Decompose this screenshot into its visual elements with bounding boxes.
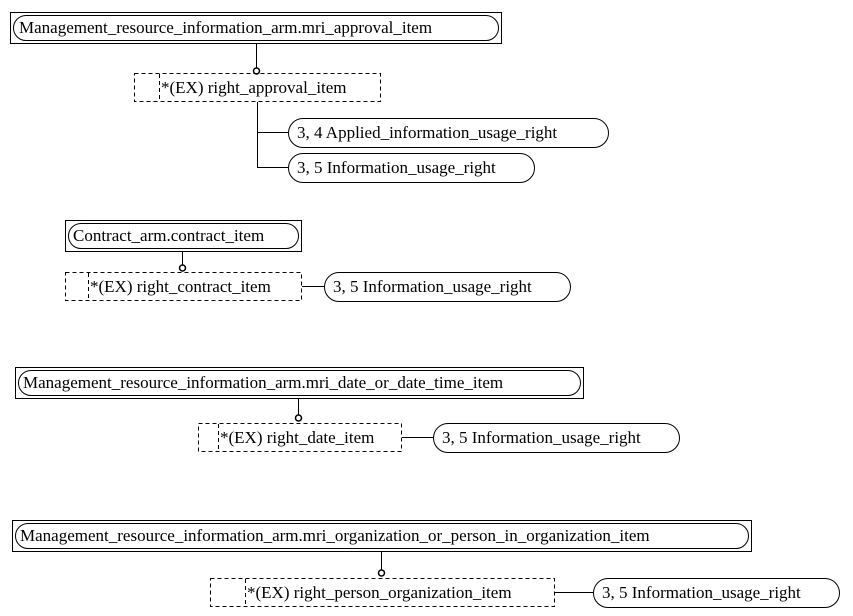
target-entity-pill: [593, 578, 840, 608]
extension-box-outer: [210, 578, 555, 607]
extension-box-outer: [65, 272, 302, 301]
select-type-box-outer: [10, 12, 502, 44]
connector-endpoint-circle: [294, 414, 303, 422]
select-type-label: Management_resource_information_arm.mri_…: [19, 18, 432, 37]
select-group-date-item: Management_resource_information_arm.mri_…: [15, 367, 680, 453]
select-group-person-organization-item: Management_resource_information_arm.mri_…: [12, 520, 840, 608]
extension-label: *(EX) right_person_organization_item: [247, 583, 512, 602]
target-entity-pill: [288, 118, 609, 148]
select-type-box-inner: [15, 523, 749, 549]
extension-label: *(EX) right_date_item: [220, 428, 374, 447]
select-type-label: Management_resource_information_arm.mri_…: [23, 373, 503, 392]
target-entity-label: 3, 5 Information_usage_right: [602, 583, 801, 602]
select-type-box-outer: [15, 367, 584, 399]
select-type-box-inner: [68, 223, 299, 249]
connector-endpoint-circle: [377, 569, 386, 577]
target-entity-label: 3, 5 Information_usage_right: [297, 158, 496, 177]
extension-box-outer: [198, 423, 402, 452]
select-type-box-outer: [12, 520, 752, 552]
select-group-contract-item: Contract_arm.contract_item *(EX) right_c…: [65, 220, 571, 302]
target-entity-pill: [433, 423, 680, 453]
select-type-box-inner: [18, 370, 581, 396]
extension-label: *(EX) right_approval_item: [161, 78, 347, 97]
select-type-box-outer: [65, 220, 302, 252]
target-entity-pill: [324, 272, 571, 302]
target-entity-label: 3, 5 Information_usage_right: [333, 277, 532, 296]
connector-endpoint-circle: [178, 264, 187, 272]
select-type-label: Contract_arm.contract_item: [73, 226, 264, 245]
extension-box-outer: [134, 73, 381, 102]
select-group-approval-item: Management_resource_information_arm.mri_…: [10, 12, 609, 183]
extension-label: *(EX) right_contract_item: [90, 277, 271, 296]
target-entity-label: 3, 5 Information_usage_right: [442, 428, 641, 447]
select-type-box-inner: [13, 15, 499, 41]
target-entity-label: 3, 4 Applied_information_usage_right: [297, 123, 557, 142]
target-entity-pill: [288, 153, 535, 183]
select-type-label: Management_resource_information_arm.mri_…: [20, 526, 650, 545]
